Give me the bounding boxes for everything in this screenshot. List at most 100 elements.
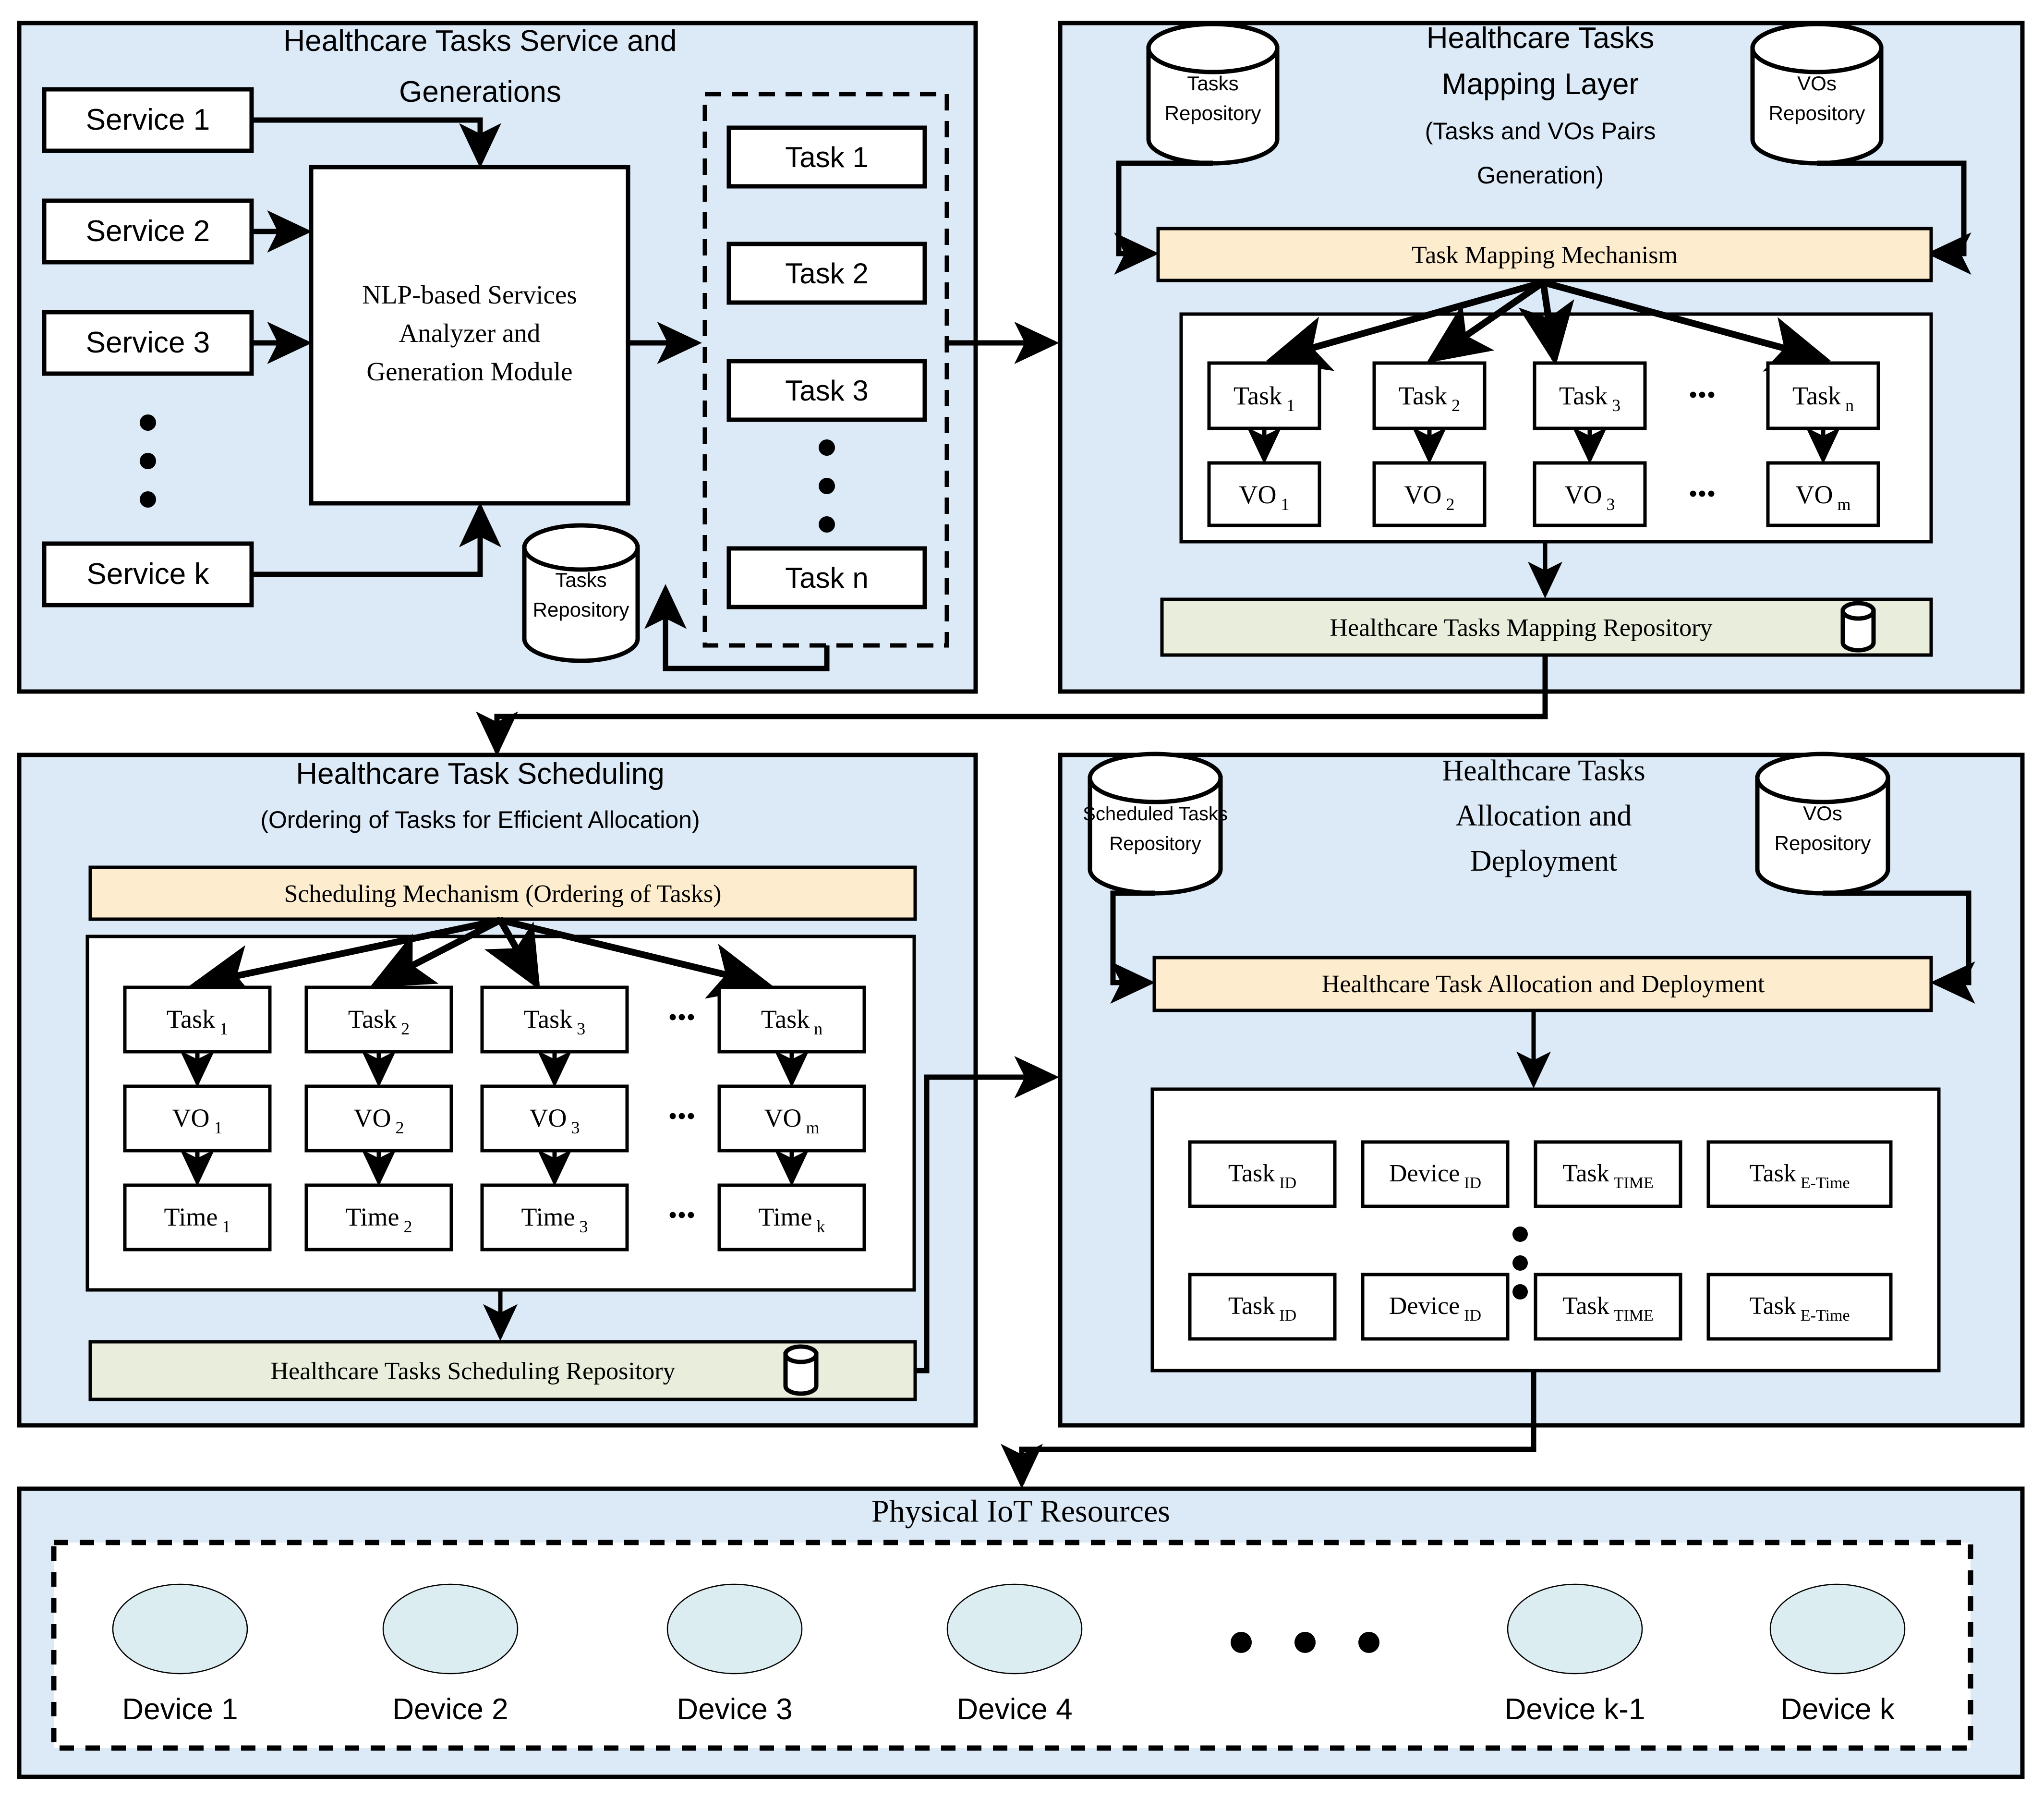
panel-service-title-line2: Generations: [399, 75, 561, 109]
mapping-task-box-3[interactable]: [1533, 361, 1647, 430]
fan-arrow-scheduling-2: [369, 917, 502, 988]
allocation-cell-task-id-bottom[interactable]: [1188, 1273, 1337, 1341]
allocation-repo-left-line1: Scheduled Tasks: [1083, 803, 1228, 825]
task-box-n[interactable]: [726, 546, 927, 609]
device-label-2: Device 2: [392, 1693, 508, 1726]
iot-ellipsis-dot-2: [1294, 1632, 1316, 1653]
mapping-task-box-1[interactable]: [1207, 361, 1321, 430]
nlp-module-line2: Analyzer and: [399, 318, 541, 348]
device-circle-k[interactable]: [1769, 1583, 1906, 1675]
panel-mapping-title-line2: Mapping Layer: [1442, 68, 1639, 101]
iot-ellipsis-dot-3: [1358, 1632, 1379, 1653]
service-box-1[interactable]: [42, 87, 254, 153]
device-circle-3[interactable]: [666, 1583, 803, 1675]
task-box-2[interactable]: [726, 242, 927, 305]
device-circle-2[interactable]: [382, 1583, 519, 1675]
panel-mapping-subtitle-line2: Generation): [1477, 162, 1604, 189]
nlp-module-box[interactable]: [309, 165, 630, 506]
panel-service-title-line1: Healthcare Tasks Service and: [283, 24, 677, 58]
tasks-repository-label-line2-service: Repository: [533, 598, 629, 621]
task-ellipsis-dot-2: [819, 478, 835, 494]
task-mapping-mechanism-bar[interactable]: [1156, 227, 1933, 282]
service-box-2[interactable]: [42, 198, 254, 265]
allocation-ellipsis-dot-3: [1512, 1284, 1528, 1300]
mapping-output-repository-bar[interactable]: [1160, 597, 1933, 657]
service-label-1: Service 1: [86, 103, 210, 136]
allocation-cell-task-time-bottom[interactable]: [1534, 1273, 1682, 1341]
tasks-repository-label-line1-service: Tasks: [555, 569, 606, 591]
allocation-cell-device-id-top[interactable]: [1361, 1140, 1510, 1208]
scheduling-vo-row-ellipsis: •••: [668, 1102, 696, 1130]
scheduling-output-repository-label: Healthcare Tasks Scheduling Repository: [270, 1358, 675, 1385]
panel-scheduling-title: Healthcare Task Scheduling: [296, 757, 664, 790]
device-label-k-minus-1: Device k-1: [1505, 1693, 1645, 1726]
service-label-3: Service 3: [86, 326, 210, 359]
device-circle-k-minus-1[interactable]: [1507, 1583, 1643, 1675]
mapping-task-box-n[interactable]: [1766, 361, 1880, 430]
fan-arrow-mapping-4: [1542, 279, 1831, 372]
task-box-1[interactable]: [726, 125, 927, 189]
device-circle-1[interactable]: [112, 1583, 248, 1675]
scheduling-vo-box-1[interactable]: [123, 1084, 272, 1153]
allocation-cell-task-etime-bottom[interactable]: [1706, 1273, 1893, 1341]
task-ellipsis-dot-1: [819, 439, 835, 456]
fan-arrow-mapping-3: [1518, 281, 1574, 366]
tasks-repository-cylinder-service: [522, 523, 640, 663]
panel-allocation-title-line2: Allocation and: [1456, 800, 1632, 832]
nlp-module-line3: Generation Module: [366, 357, 572, 386]
vos-repository-cylinder-mapping: [1750, 22, 1884, 166]
connector-vos-repo-to-allocation-mechanism: [1823, 890, 1975, 1004]
allocation-mechanism-label: Healthcare Task Allocation and Deploymen…: [1322, 971, 1765, 998]
device-label-1: Device 1: [122, 1693, 238, 1726]
mapping-repo-left-line1: Tasks: [1187, 72, 1238, 95]
panel-mapping-subtitle-line1: (Tasks and VOs Pairs: [1425, 118, 1656, 145]
allocation-cell-device-id-bottom[interactable]: [1361, 1273, 1510, 1341]
task-label-2: Task 2: [785, 257, 868, 290]
mapping-vo-box-m[interactable]: [1766, 461, 1880, 527]
service-box-k[interactable]: [42, 541, 254, 607]
scheduling-mechanism-bar[interactable]: [88, 865, 917, 921]
fan-arrow-mapping-1: [1266, 279, 1544, 371]
mapping-vo-box-3[interactable]: [1533, 461, 1647, 527]
connector-tasks-to-repository: [644, 584, 830, 671]
allocation-cell-task-time-top[interactable]: [1534, 1140, 1682, 1208]
device-circle-4[interactable]: [946, 1583, 1083, 1675]
allocation-repo-right-line1: VOs: [1803, 802, 1842, 825]
fan-arrow-scheduling-3: [484, 918, 540, 991]
device-label-4: Device 4: [956, 1693, 1072, 1726]
iot-ellipsis-dot-1: [1231, 1632, 1252, 1653]
nlp-module-line1: NLP-based Services: [362, 280, 577, 309]
scheduling-time-box-k[interactable]: [717, 1183, 866, 1251]
allocation-mechanism-bar[interactable]: [1152, 956, 1933, 1012]
scheduling-vo-box-3[interactable]: [480, 1084, 629, 1153]
device-label-k: Device k: [1780, 1693, 1895, 1726]
mapping-vo-box-2[interactable]: [1372, 461, 1487, 527]
scheduling-mechanism-label: Scheduling Mechanism (Ordering of Tasks): [284, 880, 722, 908]
scheduling-time-box-2[interactable]: [304, 1183, 453, 1251]
scheduling-vo-box-2[interactable]: [304, 1084, 453, 1153]
scheduling-time-box-3[interactable]: [480, 1183, 629, 1251]
allocation-cell-task-id-top[interactable]: [1188, 1140, 1337, 1208]
task-box-3[interactable]: [726, 359, 927, 422]
fan-arrow-mapping-2: [1426, 279, 1545, 363]
mapping-vo-box-1[interactable]: [1207, 461, 1321, 527]
scheduling-time-box-1[interactable]: [123, 1183, 272, 1251]
allocation-cell-task-etime-top[interactable]: [1706, 1140, 1893, 1208]
connector-vos-repo-to-mapping-mechanism: [1817, 160, 1971, 275]
device-label-3: Device 3: [677, 1693, 792, 1726]
scheduling-vo-box-m[interactable]: [717, 1084, 866, 1153]
